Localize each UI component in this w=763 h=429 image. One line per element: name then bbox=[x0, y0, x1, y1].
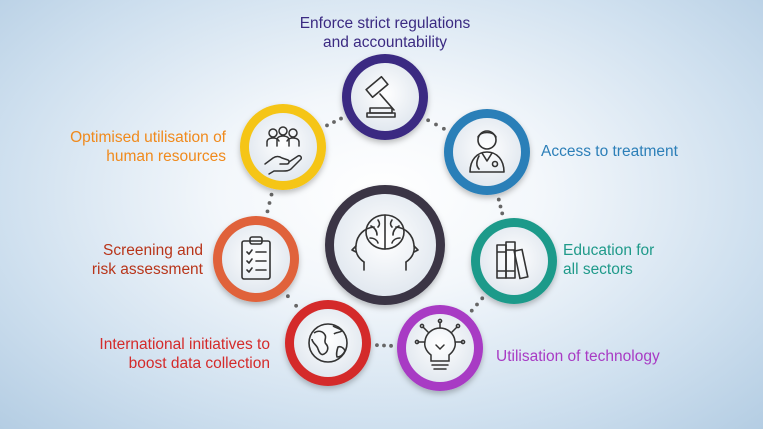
people-hand-icon bbox=[264, 126, 302, 175]
node-treatment bbox=[444, 109, 530, 195]
connector-dots bbox=[265, 116, 505, 348]
connector-dot bbox=[426, 118, 431, 123]
connector-dot bbox=[332, 120, 336, 124]
connector-dot bbox=[375, 343, 379, 348]
label-technology-line1: Utilisation of technology bbox=[496, 348, 660, 365]
connector-dot bbox=[434, 122, 438, 127]
connector-dot bbox=[269, 192, 274, 197]
connector-dot bbox=[267, 201, 272, 205]
label-international-line2: boost data collection bbox=[128, 355, 270, 372]
connector-dot bbox=[480, 296, 485, 301]
connector-dot bbox=[498, 204, 503, 209]
label-human-resources-line1: Optimised utilisation of bbox=[70, 129, 226, 146]
node-international bbox=[285, 300, 371, 386]
connector-dot bbox=[469, 308, 474, 313]
label-screening: Screening and risk assessment bbox=[40, 241, 203, 279]
label-international-line1: International initiatives to bbox=[99, 336, 270, 353]
connector-dot bbox=[389, 343, 393, 348]
lightbulb-circuit-icon bbox=[414, 318, 466, 370]
doctor-icon bbox=[469, 130, 505, 173]
gavel-icon bbox=[365, 75, 396, 118]
node-human-resources bbox=[240, 104, 326, 190]
label-technology: Utilisation of technology bbox=[496, 347, 660, 366]
label-human-resources: Optimised utilisation of human resources bbox=[20, 128, 226, 166]
label-screening-line1: Screening and bbox=[103, 242, 203, 259]
node-education bbox=[471, 218, 557, 304]
label-education: Education for all sectors bbox=[563, 241, 654, 279]
clipboard-checklist-icon bbox=[241, 236, 271, 280]
node-regulations bbox=[342, 54, 428, 140]
connector-dot bbox=[265, 209, 270, 214]
brain-heads-icon bbox=[351, 214, 419, 271]
node-screening bbox=[213, 216, 299, 302]
label-screening-line2: risk assessment bbox=[91, 261, 203, 278]
connector-dot bbox=[382, 343, 386, 348]
label-regulations: Enforce strict regulations and accountab… bbox=[250, 14, 520, 52]
books-icon bbox=[496, 241, 529, 280]
label-international: International initiatives to boost data … bbox=[40, 335, 270, 373]
label-regulations-line1: Enforce strict regulations bbox=[299, 15, 471, 32]
connector-dot bbox=[496, 197, 501, 202]
label-education-line1: Education for bbox=[563, 242, 655, 259]
connector-dot bbox=[339, 116, 343, 121]
connector-dot bbox=[475, 302, 479, 307]
label-education-line2: all sectors bbox=[563, 261, 633, 278]
label-treatment-line1: Access to treatment bbox=[541, 143, 678, 160]
label-human-resources-line2: human resources bbox=[106, 148, 226, 165]
connector-dot bbox=[441, 126, 446, 131]
connector-dot bbox=[294, 303, 299, 308]
label-treatment: Access to treatment bbox=[541, 142, 678, 161]
center-node bbox=[325, 185, 445, 305]
node-technology bbox=[397, 305, 483, 391]
connector-dot bbox=[285, 294, 290, 299]
connector-dot bbox=[325, 123, 329, 128]
label-regulations-line2: and accountability bbox=[322, 34, 448, 51]
globe-icon bbox=[308, 323, 348, 363]
connector-dot bbox=[500, 211, 505, 216]
